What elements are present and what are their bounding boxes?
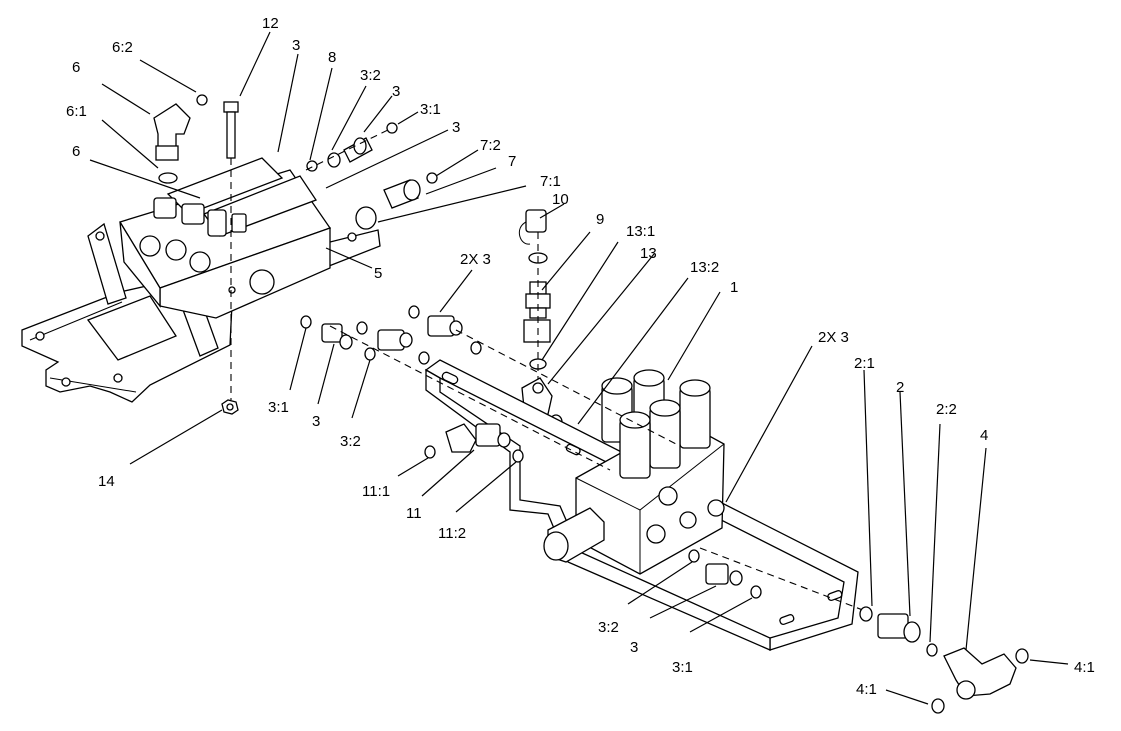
callout-7-1: 7:1	[540, 173, 561, 190]
callout-13: 13	[640, 245, 657, 262]
callout-6: 6	[72, 59, 80, 76]
callout-14: 14	[98, 473, 115, 490]
callout-3-1: 3:1	[672, 659, 693, 676]
bolt-12	[223, 101, 239, 400]
callout-3-1: 3:1	[420, 101, 441, 118]
callout-4-1: 4:1	[856, 681, 877, 698]
callout-2x3: 2X 3	[460, 251, 491, 268]
callout-12: 12	[262, 15, 279, 32]
upper-fittings	[305, 122, 438, 230]
callout-11: 11	[406, 505, 422, 522]
callout-10: 10	[552, 191, 569, 208]
callout-11-1: 11:1	[362, 483, 390, 500]
elbow-fitting-6	[153, 94, 208, 184]
callout-2x3: 2X 3	[818, 329, 849, 346]
callout-3: 3	[452, 119, 460, 136]
middle-fittings	[300, 305, 869, 613]
gauge-port-assembly	[518, 209, 563, 430]
callout-2-2: 2:2	[936, 401, 957, 418]
nut-14	[221, 399, 239, 415]
callout-5: 5	[374, 265, 382, 282]
callout-3: 3	[292, 37, 300, 54]
callout-9: 9	[596, 211, 604, 228]
callout-8: 8	[328, 49, 336, 66]
callout-labels: 12 3 6:2 8 3:2 3 6 3:1 6:1 3 6 7:2 7 7:1…	[66, 15, 1095, 698]
callout-4-1: 4:1	[1074, 659, 1095, 676]
callout-6-2: 6:2	[112, 39, 133, 56]
callout-3-2: 3:2	[360, 67, 381, 84]
outlet-fittings	[859, 606, 1029, 714]
callout-13-1: 13:1	[626, 223, 655, 240]
callout-6: 6	[72, 143, 80, 160]
callout-11-2: 11:2	[438, 525, 466, 542]
callout-6-1: 6:1	[66, 103, 87, 120]
callout-13-2: 13:2	[690, 259, 719, 276]
left-valve-block	[119, 157, 332, 319]
callout-3-1: 3:1	[268, 399, 289, 416]
callout-2-1: 2:1	[854, 355, 875, 372]
callout-4: 4	[980, 427, 988, 444]
callout-7: 7	[508, 153, 516, 170]
callout-1: 1	[730, 279, 738, 296]
callout-3: 3	[392, 83, 400, 100]
callout-3: 3	[312, 413, 320, 430]
callout-3-2: 3:2	[598, 619, 619, 636]
callout-7-2: 7:2	[480, 137, 501, 154]
right-valve-body	[543, 369, 725, 575]
callout-3-2: 3:2	[340, 433, 361, 450]
leader-lines	[89, 31, 1069, 705]
callout-2: 2	[896, 379, 904, 396]
callout-3: 3	[630, 639, 638, 656]
